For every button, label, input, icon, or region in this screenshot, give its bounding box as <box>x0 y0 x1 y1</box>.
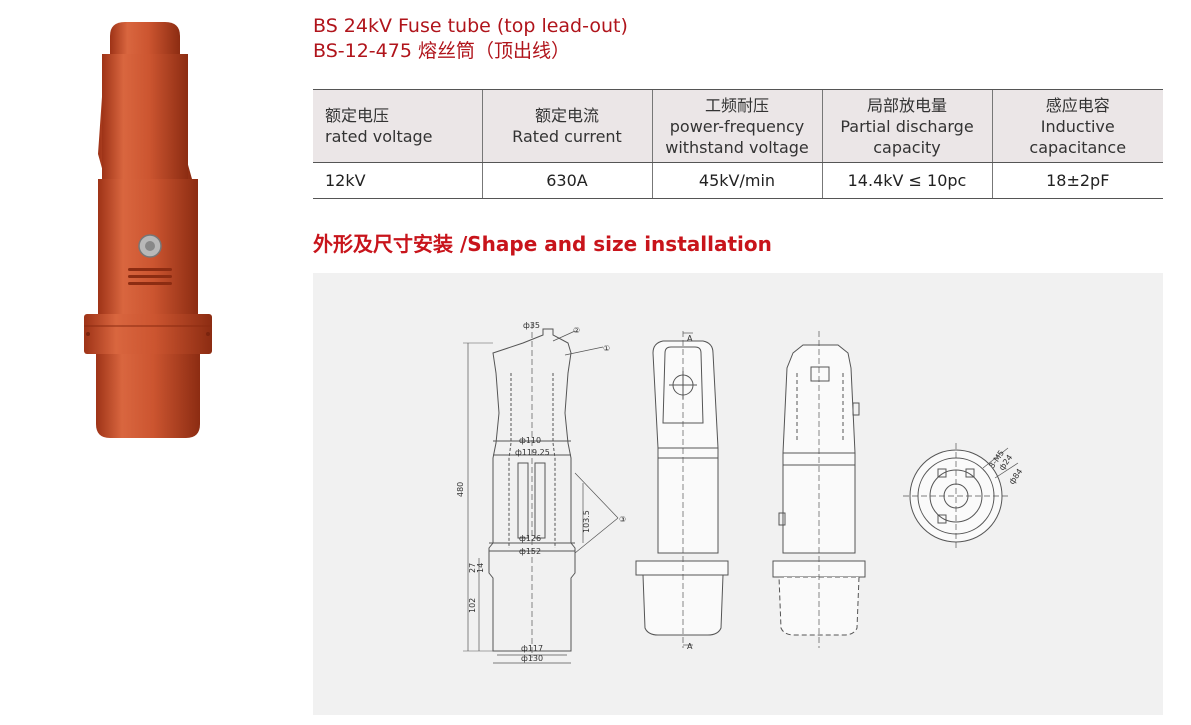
dim-d130: ф130 <box>521 654 543 663</box>
header-label: capacity <box>873 137 941 157</box>
dim-d35: ф35 <box>523 321 540 330</box>
dim-h480: 480 <box>456 482 465 497</box>
technical-drawing: ф35 ② ① ф110 ф119.25 480 103.5 ③ ф126 ф1… <box>456 321 1024 664</box>
cell-withstand-voltage: 45kV/min <box>651 162 822 199</box>
dim-h1035: 103.5 <box>582 510 591 533</box>
header-label: power-frequency <box>669 116 805 136</box>
dim-h102: 102 <box>468 598 477 613</box>
technical-drawing-panel: ф35 ② ① ф110 ф119.25 480 103.5 ③ ф126 ф1… <box>313 273 1163 715</box>
side-view <box>772 331 866 648</box>
dim-d84: ф84 <box>1007 467 1024 486</box>
spec-table: 额定电压 rated voltage 额定电流 Rated current 工频… <box>313 89 1163 199</box>
dim-h27: 27 <box>468 563 477 573</box>
header-partial-discharge: 局部放电量 Partial discharge capacity <box>821 89 992 163</box>
spec-table-header-row: 额定电压 rated voltage 额定电流 Rated current 工频… <box>313 89 1163 163</box>
callout-3: ③ <box>619 515 626 524</box>
section-title: 外形及尺寸安装 /Shape and size installation <box>313 232 772 256</box>
header-label: 额定电压 <box>325 106 390 125</box>
cell-rated-voltage: 12kV <box>313 162 482 199</box>
cell-inductive-capacitance: 18±2pF <box>991 162 1163 199</box>
header-label: Inductive <box>1040 116 1115 136</box>
title-line-chinese: BS-12-475 熔丝筒（顶出线） <box>313 40 570 62</box>
dim-h14: 14 <box>476 563 485 573</box>
dim-d117: ф117 <box>521 644 543 653</box>
header-label: Partial discharge <box>840 116 974 136</box>
dim-d11925: ф119.25 <box>515 448 550 457</box>
product-title: BS 24kV Fuse tube (top lead-out) BS-12-4… <box>313 14 628 64</box>
callout-2: ② <box>573 326 580 335</box>
header-label: 局部放电量 <box>866 95 947 115</box>
header-label: rated voltage <box>325 127 433 146</box>
dim-d152: ф152 <box>519 547 541 556</box>
header-rated-current: 额定电流 Rated current <box>481 89 652 163</box>
dim-d110: ф110 <box>519 436 541 445</box>
header-withstand-voltage: 工频耐压 power-frequency withstand voltage <box>651 89 822 163</box>
section-label-top: A <box>687 334 693 343</box>
header-label: 工频耐压 <box>704 95 769 115</box>
section-label-bottom: A <box>687 642 693 651</box>
cell-partial-discharge: 14.4kV ≤ 10pc <box>821 162 992 199</box>
header-label: 感应电容 <box>1045 95 1110 115</box>
callout-1: ① <box>603 344 610 353</box>
header-inductive-capacitance: 感应电容 Inductive capacitance <box>991 89 1163 163</box>
front-view: A A <box>635 331 729 651</box>
title-line-english: BS 24kV Fuse tube (top lead-out) <box>313 15 628 37</box>
end-view: 3-M5 ф24 ф84 <box>903 443 1024 549</box>
section-view: ф35 ② ① ф110 ф119.25 480 103.5 ③ ф126 ф1… <box>456 321 626 664</box>
header-label: Rated current <box>512 127 622 146</box>
table-row: 12kV 630A 45kV/min 14.4kV ≤ 10pc 18±2pF <box>313 162 1163 199</box>
header-label: 额定电流 <box>534 106 599 125</box>
cell-rated-current: 630A <box>481 162 652 199</box>
header-label: capacitance <box>1029 137 1127 157</box>
header-rated-voltage: 额定电压 rated voltage <box>313 89 482 163</box>
product-photo <box>70 14 245 444</box>
dim-d126: ф126 <box>519 534 541 543</box>
header-label: withstand voltage <box>665 137 809 157</box>
